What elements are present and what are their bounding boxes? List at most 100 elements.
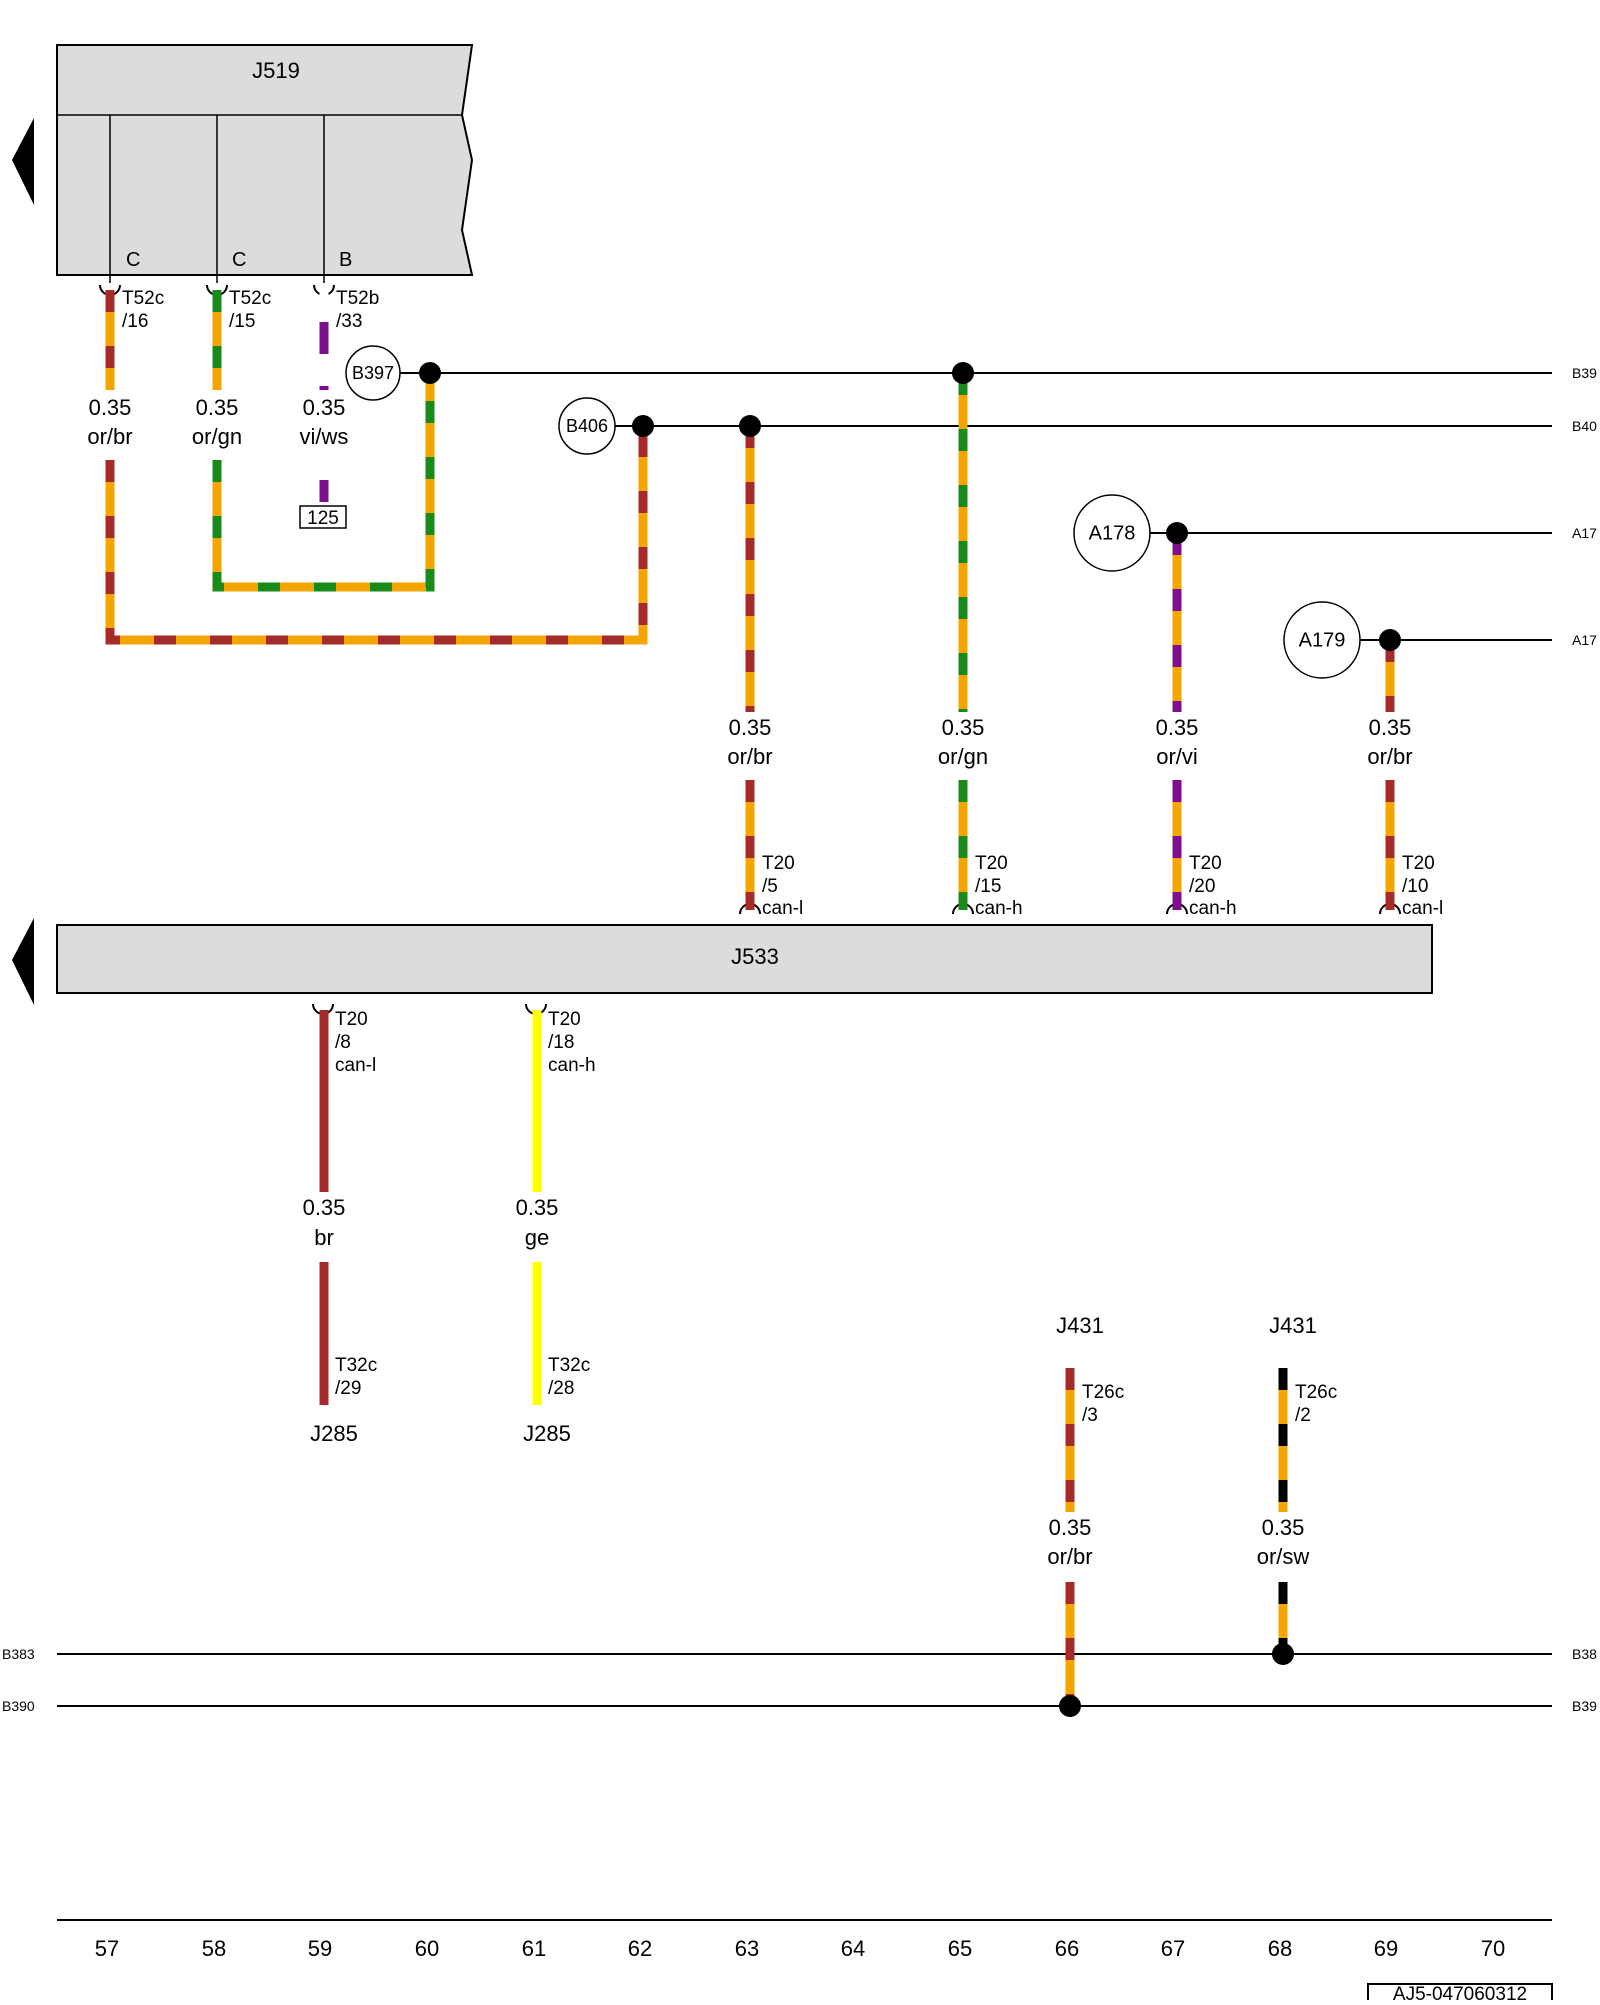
j431-label-2[interactable]: J431 xyxy=(1269,1313,1317,1338)
wire-9-conn-pin: /18 xyxy=(548,1032,574,1053)
wire-4-conn-sig: can-l xyxy=(762,898,803,919)
splice-a179[interactable]: A179 xyxy=(1283,601,1372,679)
continuation-arrow-top[interactable] xyxy=(12,118,34,205)
wire-3-conn-name: T52b xyxy=(336,288,379,309)
j519-module[interactable]: J519 C C B xyxy=(56,44,474,283)
wire-1-size: 0.35 xyxy=(89,395,132,420)
grid-number-63: 63 xyxy=(735,1936,759,1961)
grid-number-60: 60 xyxy=(415,1936,439,1961)
wire-8-color: br xyxy=(314,1225,334,1250)
continuation-arrow-mid[interactable] xyxy=(12,918,34,1005)
grid-ruler: 57 58 59 60 61 62 63 64 65 66 67 68 69 7… xyxy=(57,1919,1552,1961)
wire-6-labels[interactable]: 0.35 or/vi T20 /20 can-h xyxy=(1156,715,1237,919)
grid-number-66: 66 xyxy=(1055,1936,1079,1961)
wire-5-size: 0.35 xyxy=(942,715,985,740)
j533-module[interactable]: J533 xyxy=(56,924,1433,994)
grid-number-62: 62 xyxy=(628,1936,652,1961)
bus-label-b406: B40 xyxy=(1572,418,1597,434)
wire-3-labels[interactable]: T52b /33 0.35 vi/ws xyxy=(300,288,380,449)
wire-11-conn-pin: /2 xyxy=(1295,1405,1311,1426)
wire-5-labels[interactable]: 0.35 or/gn T20 /15 can-h xyxy=(938,715,1023,919)
bus-label-b397: B39 xyxy=(1572,365,1597,381)
wire-8-conn-sig: can-l xyxy=(335,1055,376,1076)
wire-1-conn-name: T52c xyxy=(122,288,164,309)
wire-7-conn-pin: /10 xyxy=(1402,876,1428,897)
wire-9-conn2-name: T32c xyxy=(548,1355,590,1376)
wire-4-conn-pin: /5 xyxy=(762,876,778,897)
wire-6-conn-name: T20 xyxy=(1189,853,1222,874)
wire-8-labels[interactable]: T20 /8 can-l 0.35 br T32c /29 xyxy=(303,1009,378,1399)
wire-3-color: vi/ws xyxy=(300,424,349,449)
wire-6-conn-sig: can-h xyxy=(1189,898,1237,919)
grid-number-68: 68 xyxy=(1268,1936,1292,1961)
wire-2-labels[interactable]: T52c /15 0.35 or/gn xyxy=(192,288,271,449)
wire-1-labels[interactable]: T52c /16 0.35 or/br xyxy=(87,288,164,449)
grid-number-69: 69 xyxy=(1374,1936,1398,1961)
wire-9-color: ge xyxy=(525,1225,549,1250)
splice-a178[interactable]: A178 xyxy=(1073,494,1158,572)
wire-5-color: or/gn xyxy=(938,744,988,769)
wire-5-conn-sig: can-h xyxy=(975,898,1023,919)
wire-2-route[interactable] xyxy=(212,373,435,592)
wire-6-conn-pin: /20 xyxy=(1189,876,1215,897)
wire-8-conn2-name: T32c xyxy=(335,1355,377,1376)
splice-b406[interactable]: B406 xyxy=(558,397,625,455)
splice-a179-label: A179 xyxy=(1299,629,1346,651)
wire-9-conn2-pin: /28 xyxy=(548,1378,574,1399)
wire-7-labels[interactable]: 0.35 or/br T20 /10 can-l xyxy=(1367,715,1443,919)
splice-b397[interactable]: B397 xyxy=(345,345,430,401)
grid-number-64: 64 xyxy=(841,1936,865,1961)
j519-label: J519 xyxy=(252,58,300,83)
connector-125[interactable]: 125 xyxy=(299,505,347,529)
wire-10-labels[interactable]: T26c /3 0.35 or/br xyxy=(1047,1382,1124,1569)
wire-7-conn-sig: can-l xyxy=(1402,898,1443,919)
splice-a178-label: A178 xyxy=(1089,522,1136,544)
j285-label-2[interactable]: J285 xyxy=(523,1421,571,1446)
wire-1-conn-pin: /16 xyxy=(122,311,148,332)
wire-8-conn-pin: /8 xyxy=(335,1032,351,1053)
j431-label-1[interactable]: J431 xyxy=(1056,1313,1104,1338)
wire-6-color: or/vi xyxy=(1156,744,1198,769)
grid-number-67: 67 xyxy=(1161,1936,1185,1961)
wire-4-labels[interactable]: 0.35 or/br T20 /5 can-l xyxy=(727,715,803,919)
bus-label-b383-left: B383 xyxy=(2,1646,35,1662)
bus-lines: B39 B40 A17 A17 B383 B390 B38 B39 xyxy=(2,365,1597,1714)
wire-1-route[interactable] xyxy=(105,426,648,645)
diagram-id: AJ5-047060312 xyxy=(1393,1984,1527,2000)
bus-label-b390-right: B39 xyxy=(1572,1698,1597,1714)
wire-9-size: 0.35 xyxy=(516,1195,559,1220)
wire-2-color: or/gn xyxy=(192,424,242,449)
wire-3-size: 0.35 xyxy=(303,395,346,420)
wire-9-labels[interactable]: T20 /18 can-h 0.35 ge T32c /28 xyxy=(516,1009,596,1399)
connector-125-label: 125 xyxy=(307,508,339,529)
wire-7-size: 0.35 xyxy=(1369,715,1412,740)
grid-number-61: 61 xyxy=(522,1936,546,1961)
wire-6-size: 0.35 xyxy=(1156,715,1199,740)
grid-number-57: 57 xyxy=(95,1936,119,1961)
wire-3-conn-pin: /33 xyxy=(336,311,362,332)
wire-9-conn-sig: can-h xyxy=(548,1055,596,1076)
j519-pin-c2: C xyxy=(232,249,246,271)
wire-8-conn2-pin: /29 xyxy=(335,1378,361,1399)
bus-label-a178: A17 xyxy=(1572,525,1597,541)
wire-2-size: 0.35 xyxy=(196,395,239,420)
j533-label: J533 xyxy=(731,944,779,969)
bus-label-a179: A17 xyxy=(1572,632,1597,648)
grid-number-58: 58 xyxy=(202,1936,226,1961)
wire-4-size: 0.35 xyxy=(729,715,772,740)
wire-10-conn-pin: /3 xyxy=(1082,1405,1098,1426)
j285-label-1[interactable]: J285 xyxy=(310,1421,358,1446)
j519-pin-b: B xyxy=(339,249,352,271)
wire-8-size: 0.35 xyxy=(303,1195,346,1220)
wire-4-color: or/br xyxy=(727,744,772,769)
wire-11-color: or/sw xyxy=(1257,1544,1310,1569)
j519-pin-c1: C xyxy=(126,249,140,271)
wire-5-conn-pin: /15 xyxy=(975,876,1001,897)
wire-9-conn-name: T20 xyxy=(548,1009,581,1030)
wire-11-size: 0.35 xyxy=(1262,1515,1305,1540)
wire-11-labels[interactable]: T26c /2 0.35 or/sw xyxy=(1257,1382,1338,1569)
grid-number-70: 70 xyxy=(1481,1936,1505,1961)
wire-10-color: or/br xyxy=(1047,1544,1092,1569)
grid-number-59: 59 xyxy=(308,1936,332,1961)
